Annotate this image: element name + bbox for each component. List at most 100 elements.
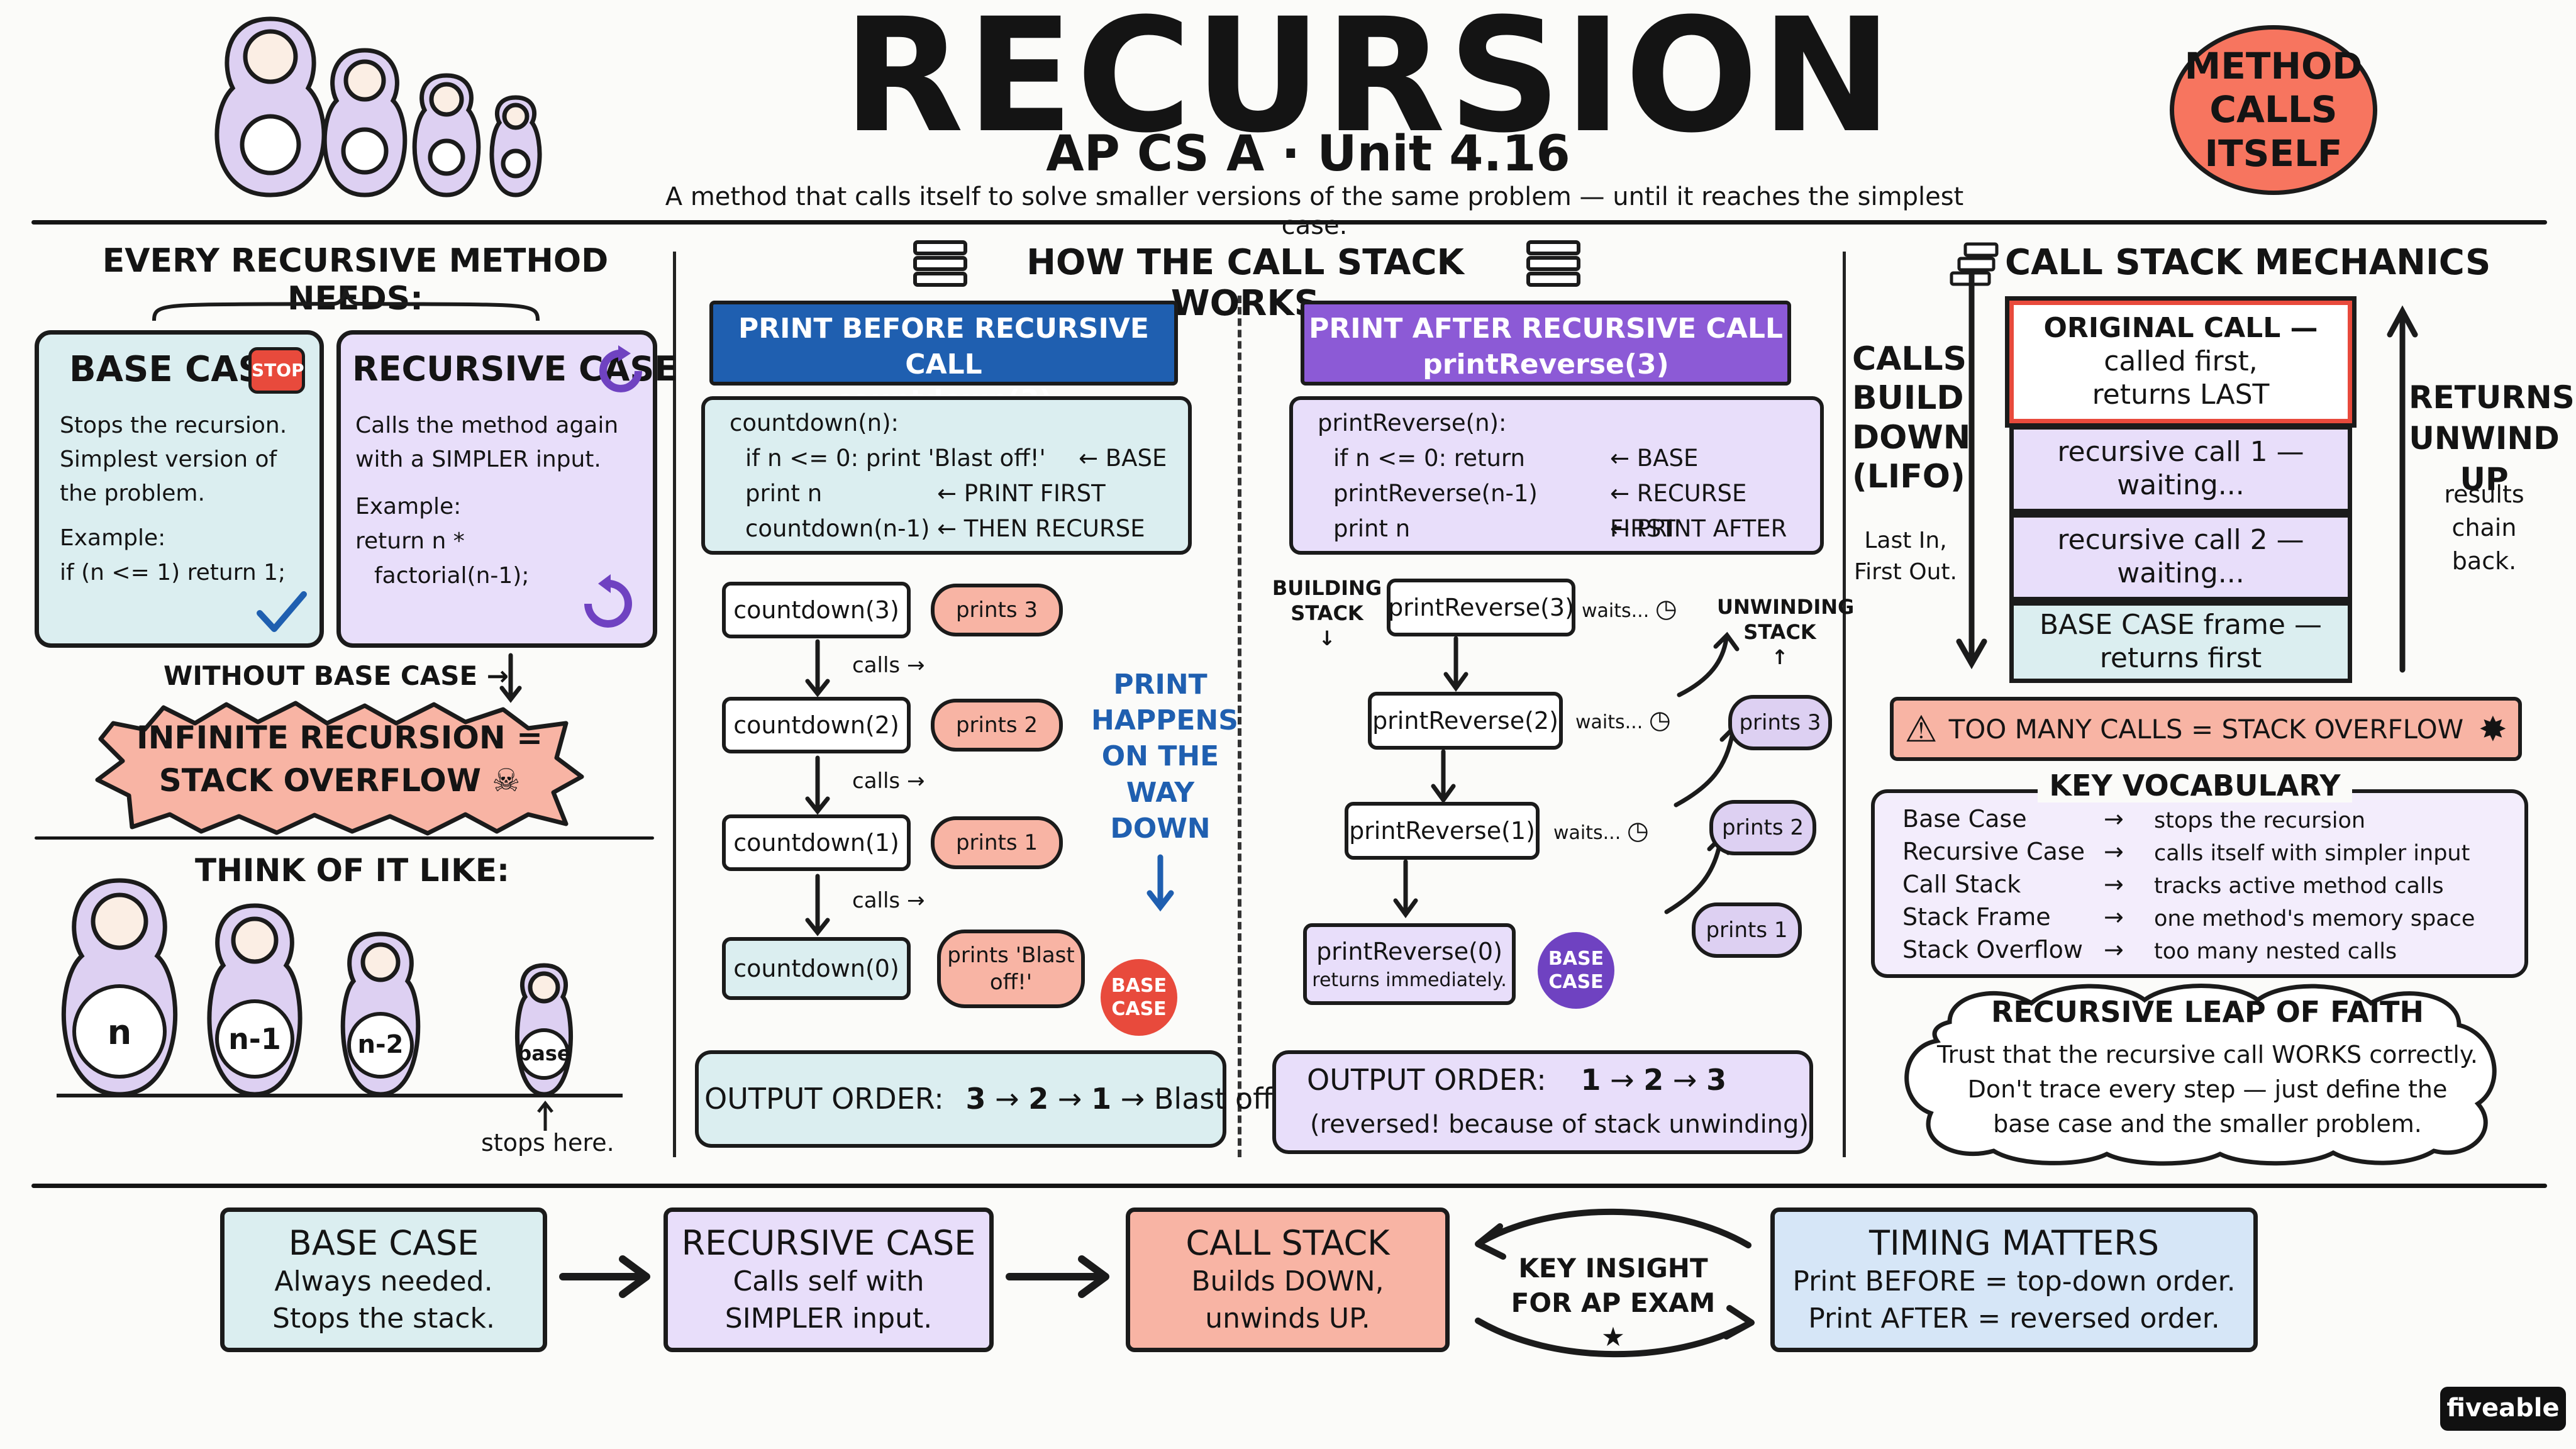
header-divider <box>31 220 2547 225</box>
bottom-divider <box>31 1184 2547 1188</box>
doll-label-n-1: n-1 <box>228 1022 281 1056</box>
leap-of-faith-heading: RECURSIVE LEAP OF FAITH <box>1990 995 2424 1029</box>
vocab-row: Base Case <box>1902 805 2027 833</box>
print-reverse-output: OUTPUT ORDER: 1 → 2 → 3 <box>1307 1063 1727 1097</box>
print-happens-note: PRINT HAPPENS ON THE WAY DOWN <box>1091 669 1238 845</box>
recursive-case-example-code-1: return n * <box>355 528 465 554</box>
page-tagline: A method that calls itself to solve smal… <box>665 182 1964 240</box>
vocabulary-box <box>1871 789 2528 978</box>
print-reverse-output-box <box>1272 1050 1813 1154</box>
countdown-node-2: countdown(2) <box>722 697 911 753</box>
summary-card-recursive-case: RECURSIVE CASE Calls self with SIMPLER i… <box>663 1208 994 1352</box>
countdown-arrows <box>805 639 830 936</box>
middle-heading: HOW THE CALL STACK WORKS <box>1026 242 1464 324</box>
up-arrow-icon <box>537 1100 553 1131</box>
waits-label: waits... ◷ <box>1575 706 1671 735</box>
countdown-output: OUTPUT ORDER: 3 → 2 → 1 → Blast off! <box>704 1082 1285 1116</box>
clock-icon: ◷ <box>1648 706 1671 735</box>
doll-label-base: base <box>517 1041 571 1065</box>
vocab-def: calls itself with simpler input <box>2154 841 2470 866</box>
prints-bubble-3: prints 3 <box>1728 695 1832 750</box>
stack-frame-base: BASE CASE frame — returns first <box>2009 601 2352 683</box>
vocab-def: tracks active method calls <box>2154 874 2444 899</box>
crack-icon: ✸ <box>2479 709 2507 749</box>
prints-bubble-2: prints 2 <box>1709 800 1816 855</box>
countdown-node-3: countdown(3) <box>722 582 911 638</box>
unwinding-stack-label: UNWINDING STACK ↑ <box>1717 595 1855 669</box>
down-arrow-icon <box>499 653 522 703</box>
summary-card-call-stack: CALL STACK Builds DOWN, unwinds UP. <box>1126 1208 1450 1352</box>
countdown-node-0: countdown(0) <box>722 937 911 1000</box>
down-arrow-icon <box>1956 270 1987 670</box>
calls-label: calls → <box>852 769 925 794</box>
countdown-node-1: countdown(1) <box>722 814 911 871</box>
waits-label: waits... ◷ <box>1553 816 1649 845</box>
print-reverse-node-2: printReverse(2) <box>1368 692 1563 750</box>
calls-label: calls → <box>852 653 925 678</box>
nesting-dolls-analogy <box>57 878 623 1097</box>
doll-label-n-2: n-2 <box>357 1030 404 1059</box>
vocabulary-heading: KEY VOCABULARY <box>2038 769 2352 802</box>
print-reverse-output-note: (reversed! because of stack unwinding) <box>1310 1110 1809 1139</box>
returns-note: results chain back. <box>2444 480 2524 575</box>
countdown-code-block <box>701 396 1192 555</box>
clock-icon: ◷ <box>1655 594 1677 623</box>
vocab-arrow: → <box>2104 870 2124 898</box>
recursive-case-desc: Calls the method again with a SIMPLER in… <box>355 413 619 472</box>
print-reverse-node-3: printReverse(3) <box>1387 579 1575 636</box>
left-divider <box>35 836 654 840</box>
vocab-row: Call Stack <box>1902 870 2021 898</box>
skull-icon: ☠ <box>492 762 521 799</box>
method-calls-itself-badge: METHOD CALLS ITSELF <box>2170 25 2377 195</box>
prints-bubble-3: prints 3 <box>931 584 1063 636</box>
lifo-note: Last In, First Out. <box>1854 528 1957 586</box>
doll-label-n: n <box>107 1013 132 1052</box>
column-divider-right <box>1843 252 1846 1157</box>
infinite-recursion-text: INFINITE RECURSION = STACK OVERFLOW ☠ <box>136 719 543 799</box>
brace-icon <box>152 287 540 321</box>
loop-arrow-icon <box>584 574 632 628</box>
print-before-title: PRINT BEFORE RECURSIVE CALL countdown(3) <box>709 301 1178 416</box>
nesting-dolls-icon <box>214 16 542 197</box>
stack-icon <box>1526 240 1580 287</box>
countdown-code: countdown(n): if n <= 0: print 'Blast of… <box>730 409 1167 542</box>
stack-frame-original: ORIGINAL CALL — called first, returns LA… <box>2005 296 2357 428</box>
recursive-case-example-label: Example: <box>355 494 462 519</box>
column-divider-left <box>673 252 676 1157</box>
stop-sign-icon: STOP <box>248 347 305 394</box>
vocab-arrow: → <box>2104 903 2124 931</box>
vocab-arrow: → <box>2104 838 2124 865</box>
leap-of-faith-text: Trust that the recursive call WORKS corr… <box>1936 1041 2478 1138</box>
vocab-row: Stack Frame <box>1902 903 2051 931</box>
returns-unwind-up-label: RETURNS UNWIND UP <box>2409 379 2575 497</box>
print-reverse-code-block <box>1289 396 1824 555</box>
prints-bubble-1: prints 1 <box>1692 902 1802 958</box>
building-stack-label: BUILDING STACK ↓ <box>1272 576 1382 650</box>
recursive-case-example-code-2: factorial(n-1); <box>374 563 530 589</box>
thought-cloud <box>1904 984 2497 1166</box>
prints-bubble-blast: prints 'Blast off!' <box>937 930 1085 1008</box>
stack-frame-recursive-1: recursive call 1 — waiting... <box>2009 425 2352 513</box>
vocab-def: stops the recursion <box>2154 808 2366 833</box>
base-case-desc: Stops the recursion. Simplest version of… <box>60 413 287 506</box>
print-reverse-code: printReverse(n): if n <= 0: return← BASE… <box>1318 409 1787 542</box>
vocab-def: too many nested calls <box>2154 939 2397 964</box>
base-case-badge: BASE CASE <box>1101 959 1177 1036</box>
vocab-arrow: → <box>2104 936 2124 963</box>
base-case-example-code: if (n <= 1) return 1; <box>60 560 286 586</box>
clock-icon: ◷ <box>1626 816 1649 845</box>
column-divider-middle <box>1238 296 1241 1157</box>
stops-here-label: stops here. <box>481 1129 614 1157</box>
brand-logo: fiveable <box>2440 1387 2566 1431</box>
without-base-case-label: WITHOUT BASE CASE → <box>164 660 509 691</box>
page-subtitle: AP CS A · Unit 4.16 <box>1046 126 1570 182</box>
prints-bubble-1: prints 1 <box>931 816 1063 869</box>
stack-icon <box>913 240 967 287</box>
prints-bubble-2: prints 2 <box>931 699 1063 752</box>
calls-build-down-label: CALLS BUILD DOWN (LIFO) <box>1852 340 1971 496</box>
summary-card-timing: TIMING MATTERS Print BEFORE = top-down o… <box>1770 1208 2258 1352</box>
arrow-right-icon <box>1006 1255 1109 1298</box>
down-arrow-icon <box>1146 854 1174 912</box>
vocab-def: one method's memory space <box>2154 906 2475 931</box>
stack-overflow-banner: ⚠ TOO MANY CALLS = STACK OVERFLOW ✸ <box>1890 697 2522 761</box>
